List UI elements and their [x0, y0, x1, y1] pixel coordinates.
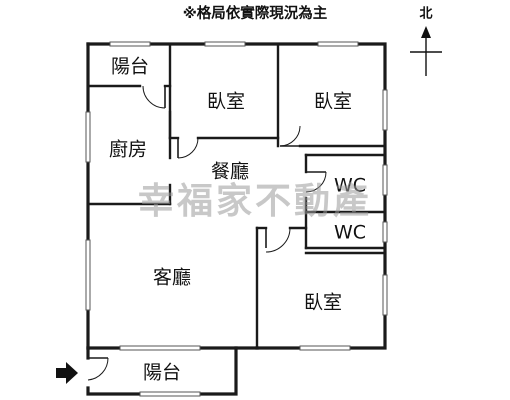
- door-bedroom-1: [177, 137, 199, 159]
- north-label: 北: [419, 7, 432, 22]
- room-label-living: 客廳: [153, 267, 191, 289]
- room-label-kitchen: 廚房: [109, 138, 147, 161]
- room-label-bedroom-2: 臥室: [314, 91, 352, 113]
- room-label-dining: 餐廳: [211, 161, 249, 183]
- room-label-bedroom-1: 臥室: [207, 91, 245, 113]
- room-label-bedroom-3: 臥室: [304, 292, 342, 314]
- door-bedroom-2: [279, 125, 301, 147]
- door-balcony-kitchen: [142, 85, 166, 109]
- layout-disclaimer-note: ※格局依實際現況為主: [183, 4, 328, 22]
- door-wc-1: [305, 171, 327, 193]
- room-label-balcony-bottom: 陽台: [143, 362, 181, 384]
- room-label-wc-2: WC: [334, 222, 366, 244]
- door-entrance: [87, 357, 109, 381]
- room-label-balcony-top: 陽台: [111, 56, 149, 78]
- room-label-wc-1: WC: [334, 175, 366, 197]
- door-bedroom-3: [265, 227, 291, 253]
- windows: [85, 41, 388, 397]
- doors: [87, 85, 327, 381]
- entrance-arrow-icon: [56, 362, 78, 384]
- north-arrow-icon: [410, 26, 442, 76]
- watermark-text: 幸福家不動產: [138, 181, 372, 222]
